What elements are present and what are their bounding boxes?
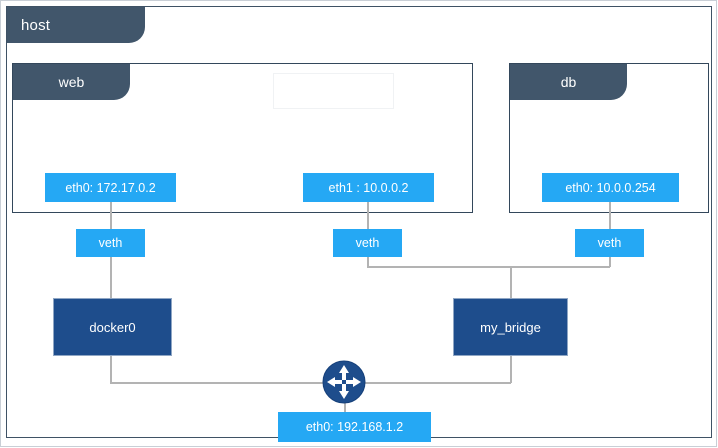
interface-db-eth0-label: eth0: 10.0.0.254	[565, 180, 656, 195]
container-web-title: web	[58, 74, 85, 90]
interface-web-eth1-label: eth1 : 10.0.0.2	[328, 180, 409, 195]
host-panel: host web db	[6, 6, 712, 442]
link-docker0-down	[110, 356, 112, 383]
interface-db-eth0[interactable]: eth0: 10.0.0.254	[542, 173, 679, 202]
container-web-header: web	[13, 64, 130, 100]
bridge-docker0-label: docker0	[89, 319, 136, 335]
host-panel-header: host	[7, 7, 145, 43]
link-router-to-host-eth0	[344, 395, 346, 416]
bridge-docker0[interactable]: docker0	[53, 298, 172, 356]
veth-2-label: veth	[355, 236, 380, 250]
interface-host-eth0[interactable]: eth0: 192.168.1.2	[278, 412, 431, 442]
interface-web-eth1[interactable]: eth1 : 10.0.0.2	[303, 173, 434, 202]
veth-2[interactable]: veth	[333, 229, 402, 257]
interface-web-eth0[interactable]: eth0: 172.17.0.2	[45, 173, 176, 202]
interface-host-eth0-label: eth0: 192.168.1.2	[305, 420, 404, 434]
link-veth-bus-to-my-bridge	[367, 266, 610, 268]
link-web-eth0-to-veth1	[110, 201, 112, 229]
interface-web-eth0-label: eth0: 172.17.0.2	[65, 180, 156, 195]
host-panel-title: host	[21, 16, 51, 34]
veth-1[interactable]: veth	[76, 229, 145, 257]
link-db-eth0-to-veth3	[609, 201, 611, 229]
bridge-my-bridge-label: my_bridge	[480, 319, 541, 335]
link-web-eth1-to-veth2	[367, 201, 369, 229]
link-my-bridge-down	[510, 356, 512, 383]
container-db-header: db	[510, 64, 627, 100]
bridge-my-bridge[interactable]: my_bridge	[453, 298, 568, 356]
link-veth1-to-docker0	[110, 256, 112, 298]
veth-1-label: veth	[98, 236, 123, 250]
link-bus-to-my-bridge	[510, 266, 512, 298]
link-veth2-down	[367, 256, 369, 267]
router-four-arrows-icon[interactable]	[322, 360, 366, 404]
link-my-bridge-to-router	[352, 382, 511, 384]
link-docker0-to-router	[110, 382, 332, 384]
web-inner-placeholder-rect	[273, 73, 394, 109]
container-db-title: db	[560, 74, 577, 90]
veth-3[interactable]: veth	[575, 229, 644, 257]
veth-3-label: veth	[597, 236, 622, 250]
link-veth3-down	[609, 256, 611, 267]
